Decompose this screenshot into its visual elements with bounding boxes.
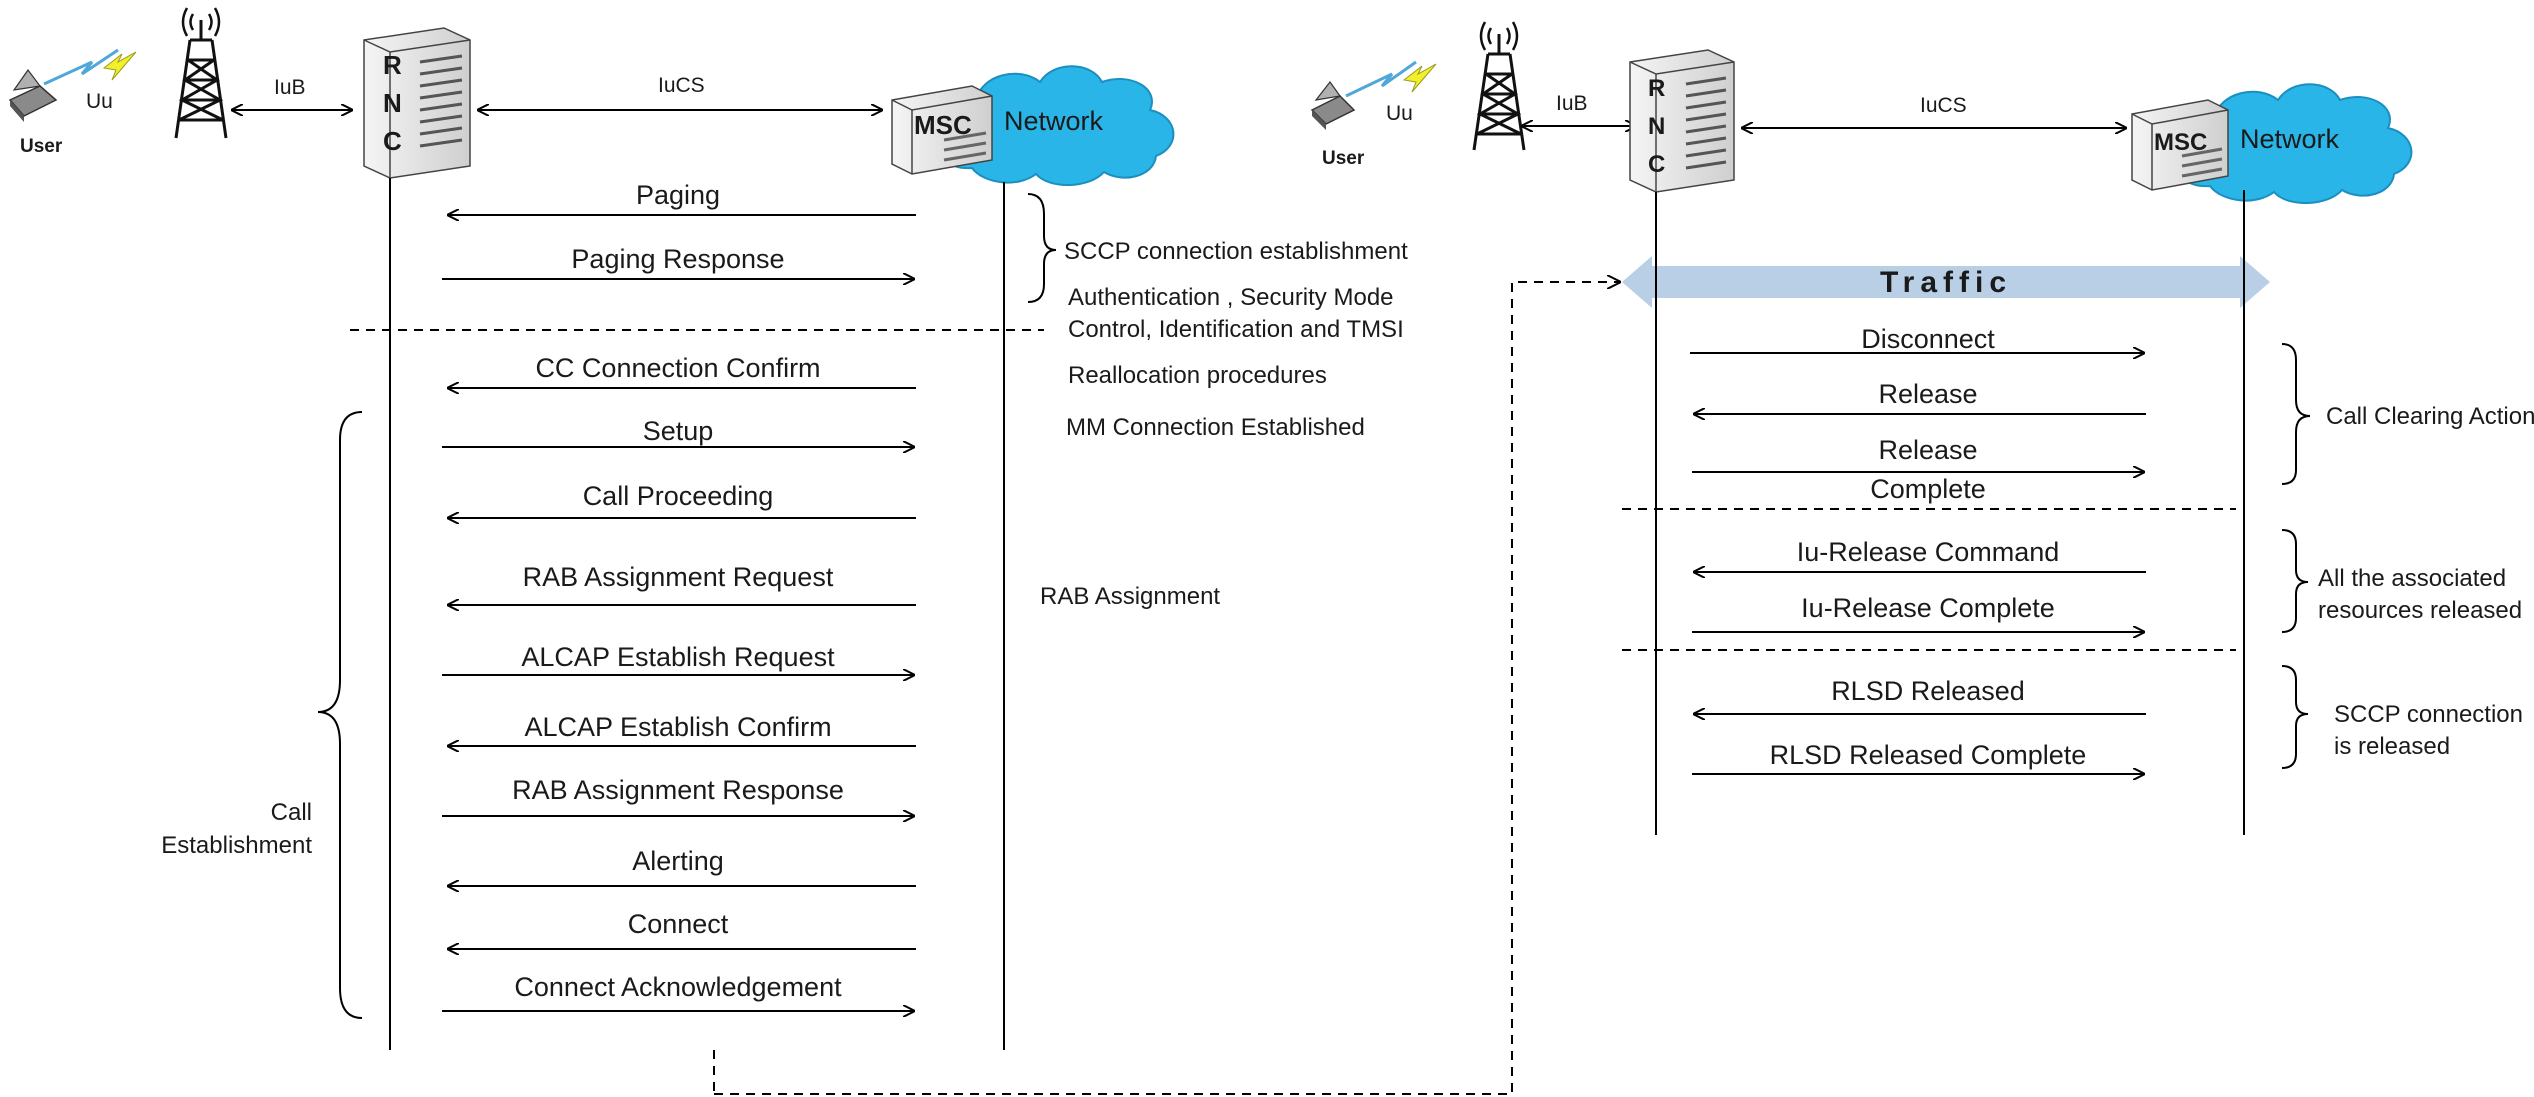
svg-text:RAB Assignment Request: RAB Assignment Request — [523, 562, 834, 592]
left-uu-label: Uu — [86, 90, 113, 113]
note-resources-line2: resources released — [2318, 597, 2522, 624]
left-msc-label: MSC — [914, 110, 972, 140]
rnc-server-icon: R N C — [1629, 49, 1735, 193]
svg-text:N: N — [1648, 113, 1665, 140]
note-sccp: SCCP connection establishment — [1064, 238, 1408, 265]
message-alerting: Alerting — [448, 846, 916, 886]
left-messages: Paging Paging Response CC Connection Con… — [442, 180, 916, 1011]
right-iucs-label: IuCS — [1920, 94, 1967, 117]
left-header: User Uu IuB R N C — [8, 7, 1175, 186]
message-alcap-establish-confirm: ALCAP Establish Confirm — [448, 712, 916, 746]
note-auth-line2: Control, Identification and TMSI — [1068, 316, 1404, 343]
left-iucs-label: IuCS — [658, 74, 705, 97]
svg-text:Call Proceeding: Call Proceeding — [583, 481, 774, 511]
svg-text:C: C — [1648, 151, 1665, 178]
svg-text:Iu-Release Command: Iu-Release Command — [1797, 537, 2060, 567]
note-realloc: Reallocation procedures — [1068, 362, 1327, 389]
right-uu-label: Uu — [1386, 102, 1413, 125]
svg-text:N: N — [383, 88, 402, 118]
lightning-icon — [1402, 63, 1437, 93]
msc-server-icon: MSC — [891, 85, 993, 175]
message-setup: Setup — [442, 416, 914, 447]
message-release: Release — [1694, 379, 2146, 414]
svg-text:R: R — [383, 50, 402, 80]
right-header: User Uu IuB R N C IuCS — [1310, 21, 2413, 204]
right-user-label: User — [1322, 148, 1365, 169]
call-clearing-brace — [2281, 343, 2311, 485]
svg-text:R: R — [1648, 75, 1665, 102]
message-call-proceeding: Call Proceeding — [448, 481, 916, 518]
note-resources-line1: All the associated — [2318, 565, 2506, 592]
svg-text:Connect Acknowledgement: Connect Acknowledgement — [514, 972, 842, 1002]
rnc-server-icon: R N C — [363, 27, 471, 179]
note-sccp-line2: is released — [2334, 733, 2450, 760]
message-rlsd-released-complete: RLSD Released Complete — [1692, 740, 2144, 774]
right-msc-label: MSC — [2154, 129, 2207, 156]
svg-text:Release: Release — [1878, 379, 1977, 409]
svg-text:Alerting: Alerting — [632, 846, 724, 876]
svg-text:RAB Assignment Response: RAB Assignment Response — [512, 775, 844, 805]
message-rab-assignment-response: RAB Assignment Response — [442, 775, 914, 816]
note-rab: RAB Assignment — [1040, 583, 1220, 610]
phone-icon — [8, 68, 58, 122]
left-user-label: User — [20, 136, 63, 157]
note-auth-line1: Authentication , Security Mode — [1068, 284, 1394, 311]
left-iub-label: IuB — [274, 76, 306, 99]
call-establishment-brace — [317, 411, 363, 1019]
svg-text:Paging Response: Paging Response — [571, 244, 784, 274]
lightning-icon — [102, 51, 137, 81]
message-alcap-establish-request: ALCAP Establish Request — [442, 642, 914, 675]
sccp-brace — [1027, 193, 1057, 303]
note-call-clearing: Call Clearing Action — [2326, 403, 2534, 430]
note-sccp-line1: SCCP connection — [2334, 701, 2523, 728]
antenna-tower-icon — [1472, 21, 1526, 151]
note-mm: MM Connection Established — [1066, 414, 1365, 441]
svg-text:Setup: Setup — [643, 416, 714, 446]
svg-text:ALCAP Establish Confirm: ALCAP Establish Confirm — [524, 712, 831, 742]
message-connect-acknowledgement: Connect Acknowledgement — [442, 972, 914, 1011]
message-paging: Paging — [448, 180, 916, 215]
right-notes: Call Clearing Action All the associated … — [2281, 343, 2534, 769]
traffic-band: Traffic — [1622, 256, 2270, 308]
svg-text:C: C — [383, 126, 402, 156]
sccp-release-brace — [2281, 665, 2309, 769]
svg-text:Complete: Complete — [1870, 474, 1986, 504]
message-connect: Connect — [448, 909, 916, 949]
left-network-label: Network — [1004, 106, 1104, 136]
message-rlsd-released: RLSD Released — [1694, 676, 2146, 714]
message-rab-assignment-request: RAB Assignment Request — [448, 562, 916, 605]
svg-text:Release: Release — [1878, 435, 1977, 465]
left-notes: SCCP connection establishment Authentica… — [161, 193, 1408, 1019]
message-cc-connection-confirm: CC Connection Confirm — [448, 353, 916, 388]
message-disconnect: Disconnect — [1690, 324, 2144, 354]
message-paging-response: Paging Response — [442, 244, 914, 279]
svg-text:RLSD Released Complete: RLSD Released Complete — [1770, 740, 2087, 770]
svg-text:Connect: Connect — [628, 909, 729, 939]
right-iub-label: IuB — [1556, 92, 1588, 115]
svg-text:Paging: Paging — [636, 180, 720, 210]
svg-text:Disconnect: Disconnect — [1861, 324, 1995, 354]
svg-text:Iu-Release Complete: Iu-Release Complete — [1801, 593, 2055, 623]
msc-server-icon: MSC — [2131, 99, 2229, 191]
svg-text:RLSD Released: RLSD Released — [1831, 676, 2025, 706]
resources-brace — [2281, 529, 2309, 633]
continuation-connector — [713, 282, 1620, 1097]
note-call-line1: Call — [271, 799, 312, 826]
right-network-label: Network — [2240, 124, 2340, 154]
svg-text:CC Connection Confirm: CC Connection Confirm — [535, 353, 820, 383]
message-iu-release-command: Iu-Release Command — [1694, 537, 2146, 572]
note-call-line2: Establishment — [161, 832, 312, 859]
phone-icon — [1310, 80, 1356, 130]
svg-text:ALCAP Establish Request: ALCAP Establish Request — [521, 642, 835, 672]
traffic-label: Traffic — [1880, 266, 2012, 299]
antenna-tower-icon — [174, 7, 228, 139]
message-iu-release-complete: Iu-Release Complete — [1692, 593, 2144, 632]
